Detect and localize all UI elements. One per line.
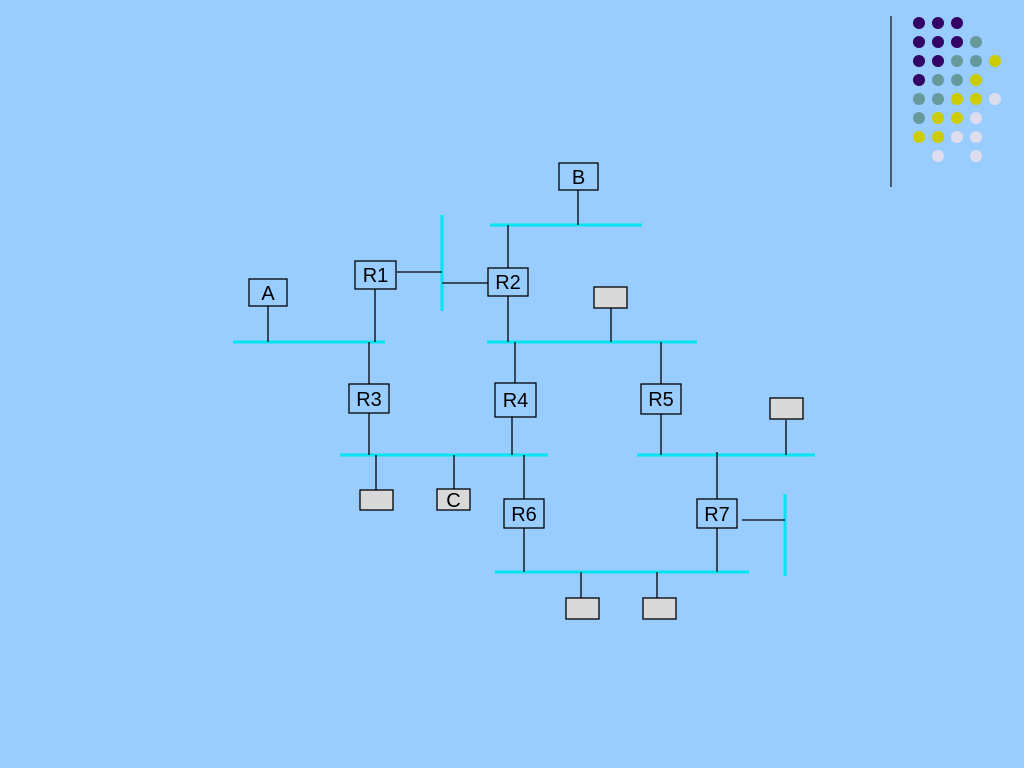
dot — [970, 36, 982, 48]
host-c-label: C — [446, 490, 460, 512]
dot — [932, 150, 944, 162]
unlabeled-host[interactable] — [769, 397, 804, 420]
dot — [932, 93, 944, 105]
unlabeled-host[interactable] — [359, 489, 394, 511]
router-r6-box — [503, 498, 545, 529]
unlabeled-host[interactable] — [642, 597, 677, 620]
router-r6[interactable]: R6 — [503, 498, 545, 529]
dot — [951, 131, 963, 143]
host-b-box — [558, 162, 599, 191]
router-r4-box — [494, 382, 537, 418]
dot — [970, 150, 982, 162]
dot — [989, 55, 1001, 67]
host-a[interactable]: A — [248, 278, 288, 307]
dot — [913, 93, 925, 105]
dot — [970, 93, 982, 105]
dot — [951, 55, 963, 67]
dot — [913, 17, 925, 29]
router-r7-label: R7 — [704, 504, 730, 526]
router-r3-box — [348, 383, 390, 414]
router-r1[interactable]: R1 — [354, 260, 397, 290]
router-r4[interactable]: R4 — [494, 382, 537, 418]
network-segments — [233, 215, 815, 576]
router-r3-label: R3 — [356, 389, 382, 411]
host-c[interactable]: C — [436, 488, 471, 512]
unlabeled-host[interactable] — [593, 286, 628, 309]
router-r4-label: R4 — [503, 390, 529, 412]
wires — [267, 190, 787, 598]
router-r2-box — [487, 267, 529, 297]
dot — [932, 17, 944, 29]
host-b-label: B — [572, 167, 585, 189]
decorative-dot-grid — [913, 17, 1001, 162]
router-r5-label: R5 — [648, 389, 674, 411]
router-r6-label: R6 — [511, 504, 537, 526]
dot — [913, 36, 925, 48]
dot — [989, 93, 1001, 105]
host-c-box — [436, 488, 471, 511]
unlabeled-host[interactable] — [565, 597, 600, 620]
dot — [932, 74, 944, 86]
dot — [951, 112, 963, 124]
dot — [932, 112, 944, 124]
dot — [970, 55, 982, 67]
dot — [932, 36, 944, 48]
dot — [970, 74, 982, 86]
dot — [951, 36, 963, 48]
router-r7[interactable]: R7 — [696, 498, 738, 529]
dot — [913, 131, 925, 143]
host-a-label: A — [261, 283, 275, 305]
dot — [932, 131, 944, 143]
router-r2[interactable]: R2 — [487, 267, 529, 297]
router-r5[interactable]: R5 — [640, 383, 682, 415]
dot — [951, 74, 963, 86]
dot — [951, 93, 963, 105]
dot — [913, 74, 925, 86]
router-r1-label: R1 — [363, 265, 389, 287]
dot — [970, 131, 982, 143]
router-r5-box — [640, 383, 682, 415]
router-r7-box — [696, 498, 738, 529]
dot — [951, 17, 963, 29]
dot — [913, 55, 925, 67]
host-b[interactable]: B — [558, 162, 599, 191]
host-a-box — [248, 278, 288, 307]
router-r3[interactable]: R3 — [348, 383, 390, 414]
router-r1-box — [354, 260, 397, 290]
dot — [913, 112, 925, 124]
dot — [970, 112, 982, 124]
dot — [932, 55, 944, 67]
router-r2-label: R2 — [495, 272, 521, 294]
